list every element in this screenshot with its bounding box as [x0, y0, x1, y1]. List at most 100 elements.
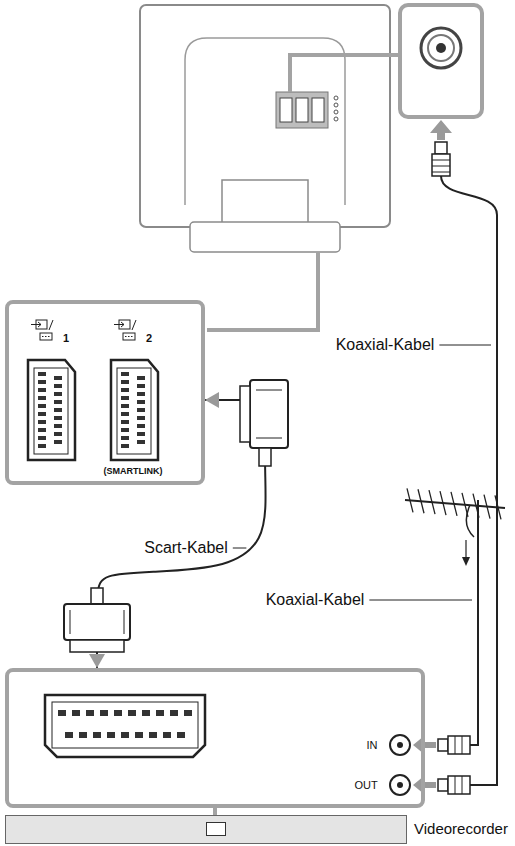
- tv-port: [280, 98, 292, 122]
- scart-pin: [170, 710, 178, 716]
- plug-ribs: [432, 160, 450, 172]
- antenna-element: [418, 489, 424, 513]
- scart-pin: [121, 444, 129, 448]
- scart-pin: [128, 710, 136, 716]
- scart-pin: [137, 376, 145, 380]
- connector-panel: IN OUT: [5, 668, 425, 808]
- scart-plug: [259, 448, 271, 466]
- scart-pin: [135, 732, 143, 738]
- scart-pin: [137, 416, 145, 420]
- scart-pin: [121, 372, 129, 376]
- antenna-element: [440, 491, 446, 515]
- scart-pin: [38, 436, 46, 440]
- cable-label: Koaxial-Kabel: [264, 591, 367, 609]
- scart-pins: [38, 372, 62, 448]
- antenna-socket-inset: [400, 5, 482, 117]
- tv-jack: [334, 117, 338, 121]
- rf-socket: [397, 742, 403, 748]
- scart-socket: [34, 368, 68, 454]
- inset-pointer: [207, 252, 318, 330]
- scart-pin: [38, 372, 46, 376]
- coax-cable: [441, 176, 497, 785]
- icon-part: [49, 320, 53, 330]
- tv-back: [140, 5, 390, 252]
- rf-socket: [390, 735, 410, 755]
- scart-pin: [58, 710, 66, 716]
- antenna-mast: [477, 500, 479, 565]
- scart-plug: [91, 588, 103, 604]
- scart-pin: [54, 376, 62, 380]
- scart-pin: [121, 380, 129, 384]
- socket-label: IN: [367, 739, 378, 751]
- tv-housing: [140, 5, 390, 227]
- cable-label: Scart-Kabel: [142, 539, 230, 557]
- icon-part: [31, 322, 41, 327]
- connector-panel: 12(SMARTLINK): [5, 300, 205, 485]
- scart-pin: [137, 440, 145, 444]
- antenna-socket: [421, 28, 461, 68]
- antenna-elements: [407, 488, 501, 519]
- cable-label: Koaxial-Kabel: [334, 336, 437, 354]
- scart-pin: [38, 420, 46, 424]
- tv-jack: [334, 96, 338, 100]
- antenna-socket: [436, 43, 446, 53]
- display-icon: [206, 822, 226, 836]
- antenna-element: [407, 488, 413, 512]
- scart-pins: [121, 372, 145, 448]
- plug-ribs: [455, 776, 462, 794]
- scart-pin: [177, 732, 185, 738]
- tv-stand-base: [190, 222, 340, 252]
- scart-plug: [250, 380, 288, 448]
- scart-pin: [86, 710, 94, 716]
- coax-plug: [435, 142, 447, 154]
- leader-line: [369, 600, 472, 601]
- scart-pin: [107, 732, 115, 738]
- scart-pin: [38, 396, 46, 400]
- scart-plug: [240, 386, 250, 442]
- plug-ribs: [256, 390, 282, 438]
- tv-stand-neck: [222, 180, 308, 224]
- av-in-out-icon: [114, 320, 136, 340]
- scart-pin: [54, 384, 62, 388]
- scart-pin: [93, 732, 101, 738]
- device-label: Videorecorder: [414, 821, 508, 838]
- rf-socket: [397, 782, 403, 788]
- antenna-element: [484, 495, 490, 519]
- tv-port: [312, 98, 324, 122]
- scart-pin: [121, 396, 129, 400]
- scart-pin: [54, 416, 62, 420]
- scart-pin: [38, 412, 46, 416]
- scart-pin: [121, 428, 129, 432]
- icon-part: [123, 333, 135, 340]
- scart-pin: [54, 408, 62, 412]
- tv-jack: [334, 103, 338, 107]
- plug-ribs: [455, 736, 462, 754]
- scart-pin: [137, 400, 145, 404]
- coax-plug-top: [430, 120, 452, 176]
- antenna: [405, 488, 505, 566]
- scart-pin: [137, 392, 145, 396]
- coax-plug: [432, 154, 450, 176]
- coax-plug: [448, 736, 470, 754]
- scart-pin: [121, 732, 129, 738]
- icon-part: [42, 336, 50, 337]
- scart-pin: [149, 732, 157, 738]
- scart-socket: [117, 368, 151, 454]
- scart-pin: [72, 710, 80, 716]
- scart-pin: [163, 732, 171, 738]
- scart-pin: [54, 392, 62, 396]
- coax-plug: [438, 739, 448, 751]
- scart-pin: [100, 710, 108, 716]
- antenna-element: [495, 495, 501, 519]
- socket-label: OUT: [354, 779, 377, 791]
- tv-jack: [334, 110, 338, 114]
- scart-pin: [121, 412, 129, 416]
- scart-pin: [121, 436, 129, 440]
- scart-pin: [121, 420, 129, 424]
- scart-socket: [45, 695, 205, 757]
- scart-pin: [38, 380, 46, 384]
- scart-pin: [54, 400, 62, 404]
- scart-plug: [64, 604, 130, 640]
